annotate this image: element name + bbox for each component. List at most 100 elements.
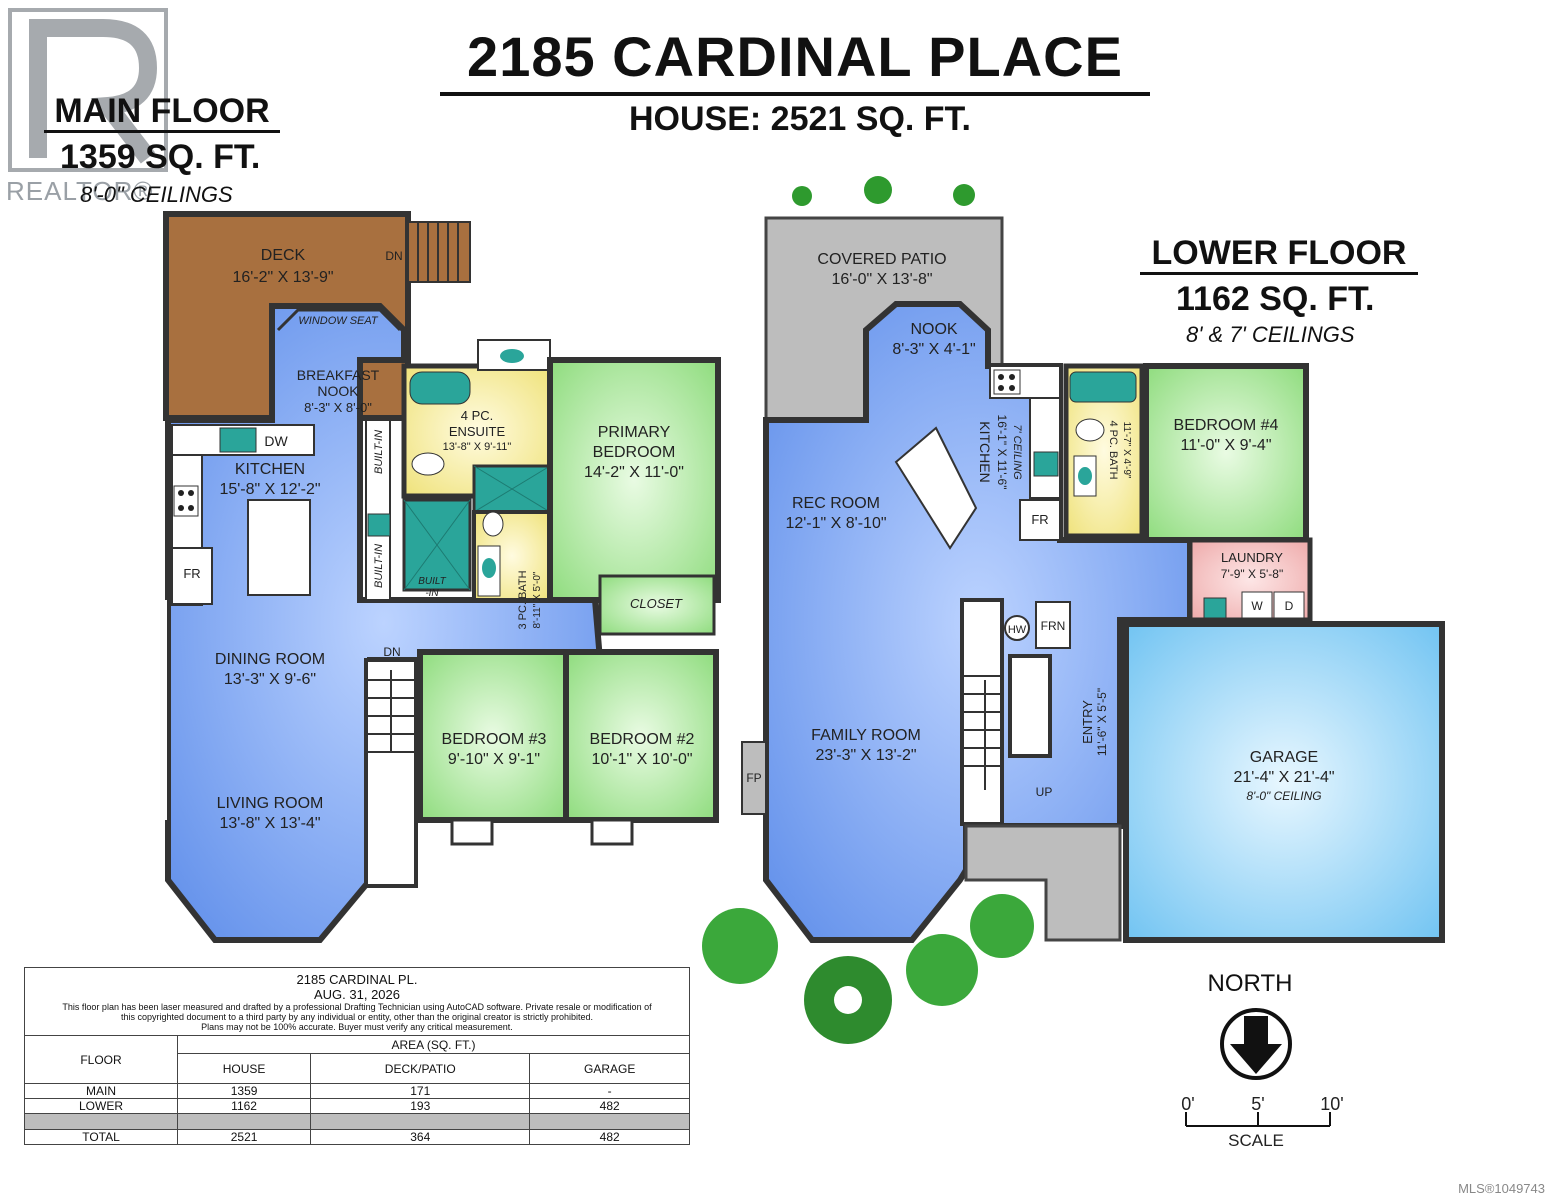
ensuite-label-1: 4 PC. [461,408,494,423]
row-total-deck: 364 [310,1129,531,1145]
main-floor-area: 1359 SQ. FT. [60,138,261,176]
north-label: NORTH [1207,970,1293,997]
lower-floor-heading: LOWER FLOOR [1140,234,1418,275]
deck-label: DECK [261,247,306,264]
garage-size: 21'-4" X 21'-4" [1233,769,1334,786]
scale-label: SCALE [1228,1131,1284,1150]
realtor-logo [8,8,168,172]
dining-room-size: 13'-3" X 9'-6" [224,671,316,688]
lower-room-labels: COVERED PATIO 16'-0" X 13'-8" NOOK 8'-3"… [746,251,1334,803]
col-house-header: HOUSE [176,1053,312,1084]
family-room-label: FAMILY ROOM [811,727,921,744]
ensuite-label-2: ENSUITE [449,424,506,439]
breakfast-label-1: BREAKFAST [297,367,380,383]
table-row: MAIN 1359 171 - [24,1083,690,1099]
nook-label: NOOK [910,321,957,338]
washer-label: W [1251,599,1263,613]
table-row: LOWER 1162 193 482 [24,1098,690,1114]
bedroom2-label: BEDROOM #2 [590,731,695,748]
scale-tick-5: 5' [1251,1094,1264,1114]
primary-bedroom-area [547,357,721,603]
living-room-label: LIVING ROOM [217,795,324,812]
bedroom3-label: BEDROOM #3 [442,731,547,748]
info-address: 2185 CARDINAL PL. [24,967,690,987]
bedroom2-area [563,649,719,823]
row-main-floor: MAIN [24,1083,178,1099]
bath3-label: 3 PC. BATH [517,570,529,629]
bath3-size: 8'-11" X 5'-0" [532,571,543,628]
dining-room-label: DINING ROOM [215,651,325,668]
breakfast-size: 8'-3" X 8'-0" [304,400,372,415]
lower-kitchen-size: 16'-1" X 11'-6" [995,415,1009,490]
lower-island [894,426,978,550]
fridge-main [171,547,213,605]
row-lower-house: 1162 [176,1098,312,1114]
main-floor-heading: MAIN FLOOR [44,92,280,133]
row-main-deck: 171 [310,1083,531,1099]
builtin-2-label: BUILT-IN [373,544,385,588]
entry-size: 11'-6" X 5'-5" [1095,688,1109,756]
lower-floor-ceilings: 8' & 7' CEILINGS [1186,322,1355,347]
primary-bedroom-label-1: PRIMARY [598,424,671,441]
stove-icon [173,485,199,517]
garage-ceiling: 8'-0" CEILING [1246,789,1321,803]
north-arrow [1220,1008,1292,1080]
hot-water-tank [1004,615,1030,641]
patio-label: COVERED PATIO [817,251,946,268]
furnace-box [1035,601,1071,649]
house-area: HOUSE: 2521 SQ. FT. [629,100,971,138]
closet-label: CLOSET [630,596,683,611]
stairs-dn-label: DN [383,645,400,659]
up-label: UP [1036,785,1053,799]
laundry-size: 7'-9" X 5'-8" [1221,567,1283,581]
row-main-house: 1359 [176,1083,312,1099]
realtor-mark: REALTOR® [6,176,154,206]
sink-icon [219,427,257,453]
fridge-lower [1019,499,1061,541]
row-lower-deck: 193 [310,1098,531,1114]
washer-box [1241,591,1273,619]
scale-tick-10: 10' [1320,1094,1343,1114]
window-seat [276,308,402,332]
area-table: 2185 CARDINAL PL. AUG. 31, 2026 This flo… [24,967,690,1145]
kitchen-label: KITCHEN [235,461,305,478]
hw-label: HW [1008,624,1027,636]
fp-label: FP [746,771,761,785]
row-total-garage: 482 [529,1129,690,1145]
primary-bedroom-label-2: BEDROOM [593,444,676,461]
entry-label: ENTRY [1080,700,1095,744]
garage-label: GARAGE [1250,749,1318,766]
col-floor-header: FLOOR [24,1035,178,1084]
fr-lower-label: FR [1031,512,1048,527]
primary-bedroom-size: 14'-2" X 11'-0" [584,464,684,481]
closet-area [598,574,716,636]
bedroom2-size: 10'-1" X 10'-0" [591,751,692,768]
main-floor-ceilings: 8'-0" CEILINGS [80,182,233,207]
bath4-size: 11'-7" X 4'-9" [1121,422,1132,479]
ensuite-size: 13'-8" X 9'-11" [443,441,512,453]
dryer-label: D [1285,599,1294,613]
deck-dn-label: DN [385,249,402,263]
info-disclaimer-1: This floor plan has been laser measured … [24,1002,690,1012]
row-main-garage: - [529,1083,690,1099]
scale-tick-0: 0' [1181,1094,1194,1114]
col-deck-header: DECK/PATIO [310,1053,531,1084]
area-header: AREA (SQ. FT.) [177,1035,690,1054]
row-total-floor: TOTAL [24,1129,178,1145]
lower-floor-area: 1162 SQ. FT. [1176,280,1375,318]
breakfast-label-2: NOOK [317,383,359,399]
page-title: 2185 CARDINAL PLACE [440,26,1150,96]
lower-kitchen-ceiling: 7' CEILING [1011,424,1023,480]
table-spacer-row [24,1113,690,1130]
patio-size: 16'-0" X 13'-8" [831,271,932,288]
mls-number: MLS®1049743 [1458,1181,1545,1196]
scale-bar [1185,1112,1331,1127]
lower-kitchen-label: KITCHEN [977,421,993,482]
main-room-labels: DECK 16'-2" X 13'-9" DN WINDOW SEAT BREA… [183,247,694,832]
kitchen-size: 15'-8" X 12'-2" [219,481,320,498]
laundry-label: LAUNDRY [1221,550,1283,565]
info-disclaimer-3: Plans may not be 100% accurate. Buyer mu… [24,1022,690,1036]
info-date: AUG. 31, 2026 [24,987,690,1002]
landscape-trees [702,176,1034,1044]
dryer-box [1273,591,1305,619]
